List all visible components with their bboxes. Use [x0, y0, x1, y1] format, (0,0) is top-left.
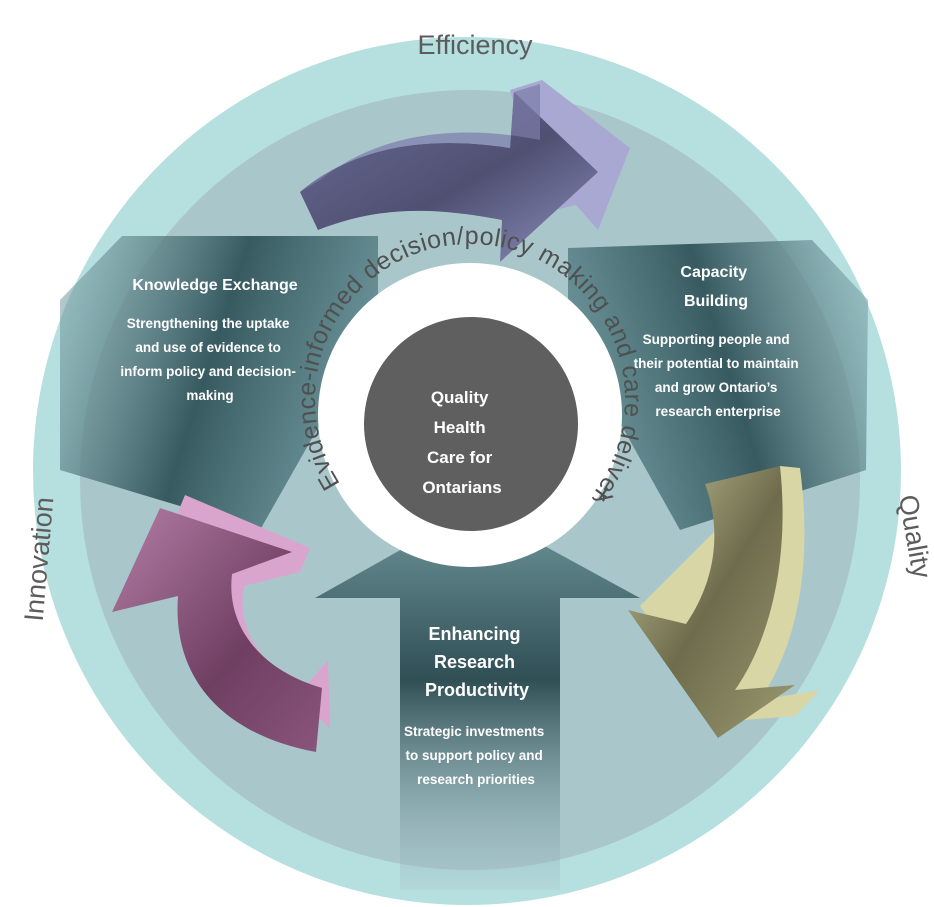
svg-text:Capacity Building: Capacity Building: [680, 264, 751, 310]
knowledge-exchange-body-3: inform policy and decision-: [120, 364, 296, 379]
knowledge-exchange-body-4: making: [186, 388, 233, 403]
knowledge-exchange-panel: [60, 236, 378, 530]
research-productivity-body-3: research priorities: [417, 772, 535, 787]
capacity-building-body-1: Supporting people and: [643, 332, 790, 347]
capacity-building-body-4: research enterprise: [655, 404, 781, 419]
center-line-3: Care for: [427, 448, 493, 467]
svg-text:Enhancing Research Pro: Enhancing Research Productivity: [425, 624, 529, 700]
center-disc: [364, 317, 578, 531]
research-productivity-title-3: Productivity: [425, 680, 529, 700]
efficiency-arrow: [300, 80, 630, 262]
research-productivity-title-2: Research: [434, 652, 515, 672]
research-productivity-title-1: Enhancing: [428, 624, 520, 644]
capacity-building-panel: [568, 240, 868, 530]
svg-text:Strategic investments to s: Strategic investments to support policy …: [404, 724, 548, 787]
svg-text:Quality Health Care fo: Quality Health Care for Ontarians: [422, 388, 501, 497]
research-productivity-body-2: to support policy and: [405, 748, 542, 763]
label-efficiency: Efficiency: [417, 30, 533, 60]
quality-arrow: [628, 466, 820, 738]
label-quality: Quality: [893, 492, 934, 580]
capacity-building-title-1: Capacity: [680, 264, 747, 281]
capacity-building-body-2: their potential to maintain: [634, 356, 799, 371]
knowledge-exchange-body-1: Strengthening the uptake: [127, 316, 290, 331]
research-productivity-body-1: Strategic investments: [404, 724, 544, 739]
capacity-building-title-2: Building: [684, 293, 748, 310]
knowledge-exchange-body-2: and use of evidence to: [135, 340, 281, 355]
center-line-1: Quality: [431, 388, 489, 407]
capacity-building-body-3: and grow Ontario’s: [655, 380, 778, 395]
label-innovation: Innovation: [19, 496, 60, 623]
svg-text:Knowledge Exchange: Knowledge Exchange: [132, 277, 297, 294]
center-line-4: Ontarians: [422, 478, 501, 497]
svg-text:Supporting people and thei: Supporting people and their potential to…: [634, 332, 803, 419]
research-productivity-panel: [315, 508, 640, 890]
center-line-2: Health: [434, 418, 486, 437]
knowledge-exchange-title: Knowledge Exchange: [132, 277, 297, 294]
svg-text:Strengthening the uptake a: Strengthening the uptake and use of evid…: [120, 316, 299, 403]
innovation-arrow: [112, 495, 330, 752]
